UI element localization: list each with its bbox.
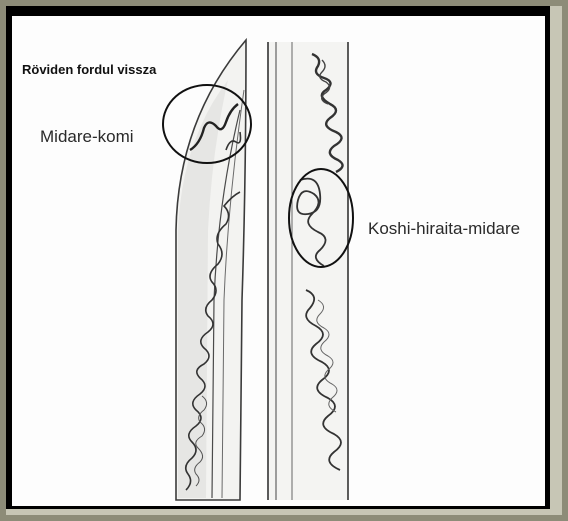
left-blade (176, 40, 246, 500)
label-roviden-fordul-vissza: Röviden fordul vissza (22, 62, 156, 77)
label-midare-komi: Midare-komi (40, 127, 134, 147)
right-blade (268, 42, 348, 500)
label-koshi-hiraita-midare: Koshi-hiraita-midare (368, 219, 520, 239)
